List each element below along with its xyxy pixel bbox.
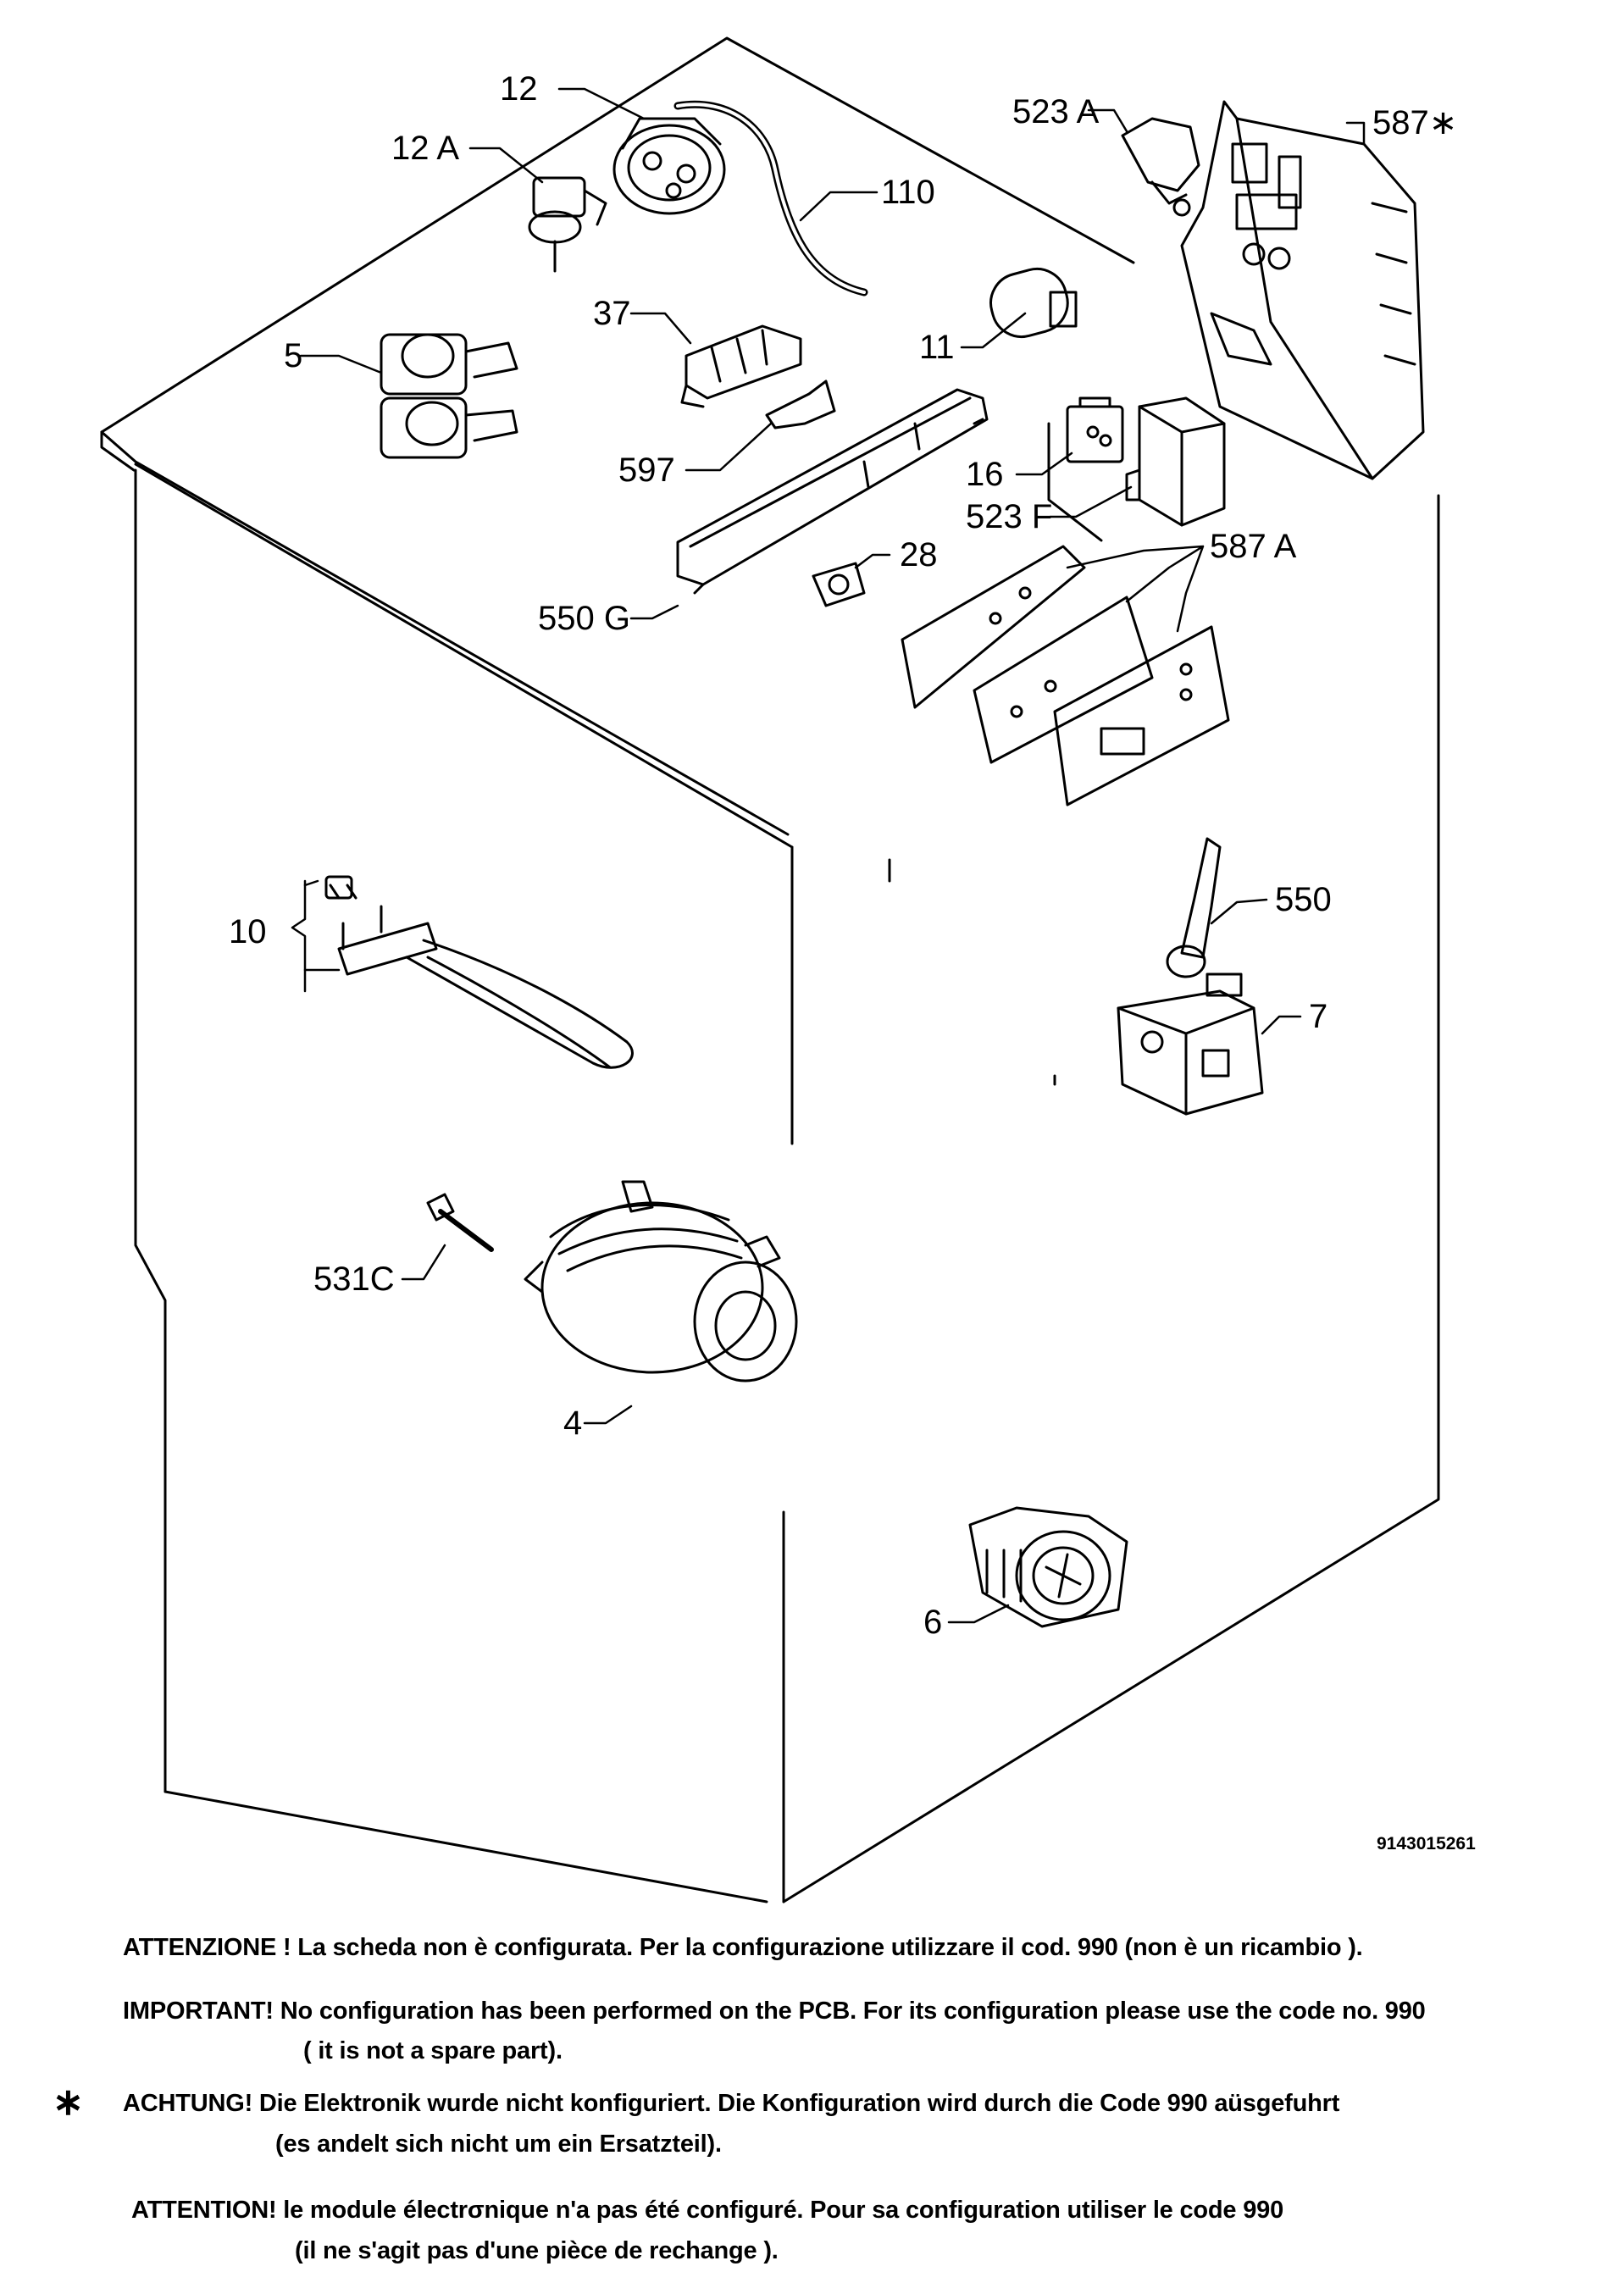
part-5-inlet-valve [380,333,518,459]
note-asterisk-marker: ∗ [53,2081,84,2123]
part-37-terminal-block [680,324,802,408]
callout-37: 37 [593,295,631,332]
callout-28: 28 [900,536,938,574]
callout-labels: 12 12 A 110 5 37 11 597 523 A 587∗ 16 52… [229,70,1457,1641]
note-italian: ATTENZIONE ! La scheda non è configurata… [123,1934,1363,1961]
callout-4: 4 [563,1405,582,1442]
callout-523f: 523 F [966,498,1052,535]
note-german-line-1: ACHTUNG! Die Elektronik wurde nicht konf… [123,2090,1340,2117]
part-523f-door-lock [1125,396,1226,527]
part-16-filter [1066,396,1124,463]
note-english-line-2: ( it is not a spare part). [303,2037,563,2064]
part-6-control-knob [968,1506,1128,1628]
exploded-parts-diagram: 12 12 A 110 5 37 11 597 523 A 587∗ 16 52… [100,36,1457,1903]
callout-6: 6 [923,1604,942,1641]
drawing-code: 9143015261 [1377,1834,1476,1853]
callout-531c: 531C [313,1261,395,1298]
callout-550: 550 [1275,881,1332,918]
cabinet-outline [100,36,1440,1903]
part-110-hose [673,100,868,296]
callout-16: 16 [966,456,1004,493]
part-28-gasket [812,562,866,607]
callout-587star: 587∗ [1372,104,1457,141]
callout-12a: 12 A [391,130,459,167]
part-587-main-pcb [1180,100,1425,480]
part-11-capacitor [989,268,1078,339]
note-german-line-2: (es andelt sich nicht um ein Ersatzteil)… [275,2131,722,2158]
part-550g-panel-trim [676,388,989,595]
part-531c-screw [426,1193,494,1252]
note-french-line-1: ATTENTION! le module électrσnique n'a pa… [131,2197,1283,2224]
callout-5: 5 [284,337,302,374]
part-523a-knob [1121,117,1200,217]
leader-lines [291,87,1366,1624]
callout-597: 597 [618,452,675,489]
callout-11: 11 [919,329,955,366]
part-597-clip [765,380,836,429]
part-550-lever [1166,837,1222,978]
note-french-line-2: (il ne s'agit pas d'une pièce de rechang… [295,2237,779,2264]
part-12a-sensor [528,176,607,273]
callout-10: 10 [229,913,267,950]
callout-523a: 523 A [1012,93,1100,130]
part-587a-control-boards [901,545,1230,806]
callout-12: 12 [500,70,538,108]
part-12-pressure-switch [612,117,726,215]
note-english-line-1: IMPORTANT! No configuration has been per… [123,1998,1426,2025]
callout-7: 7 [1309,998,1327,1035]
part-4-drain-pump [524,1180,798,1382]
callout-110: 110 [881,174,935,211]
part-10-heating-element [324,875,634,1069]
part-7-motor-control [1117,972,1264,1116]
callout-587a: 587 A [1210,528,1297,565]
callout-550g: 550 G [538,600,630,637]
